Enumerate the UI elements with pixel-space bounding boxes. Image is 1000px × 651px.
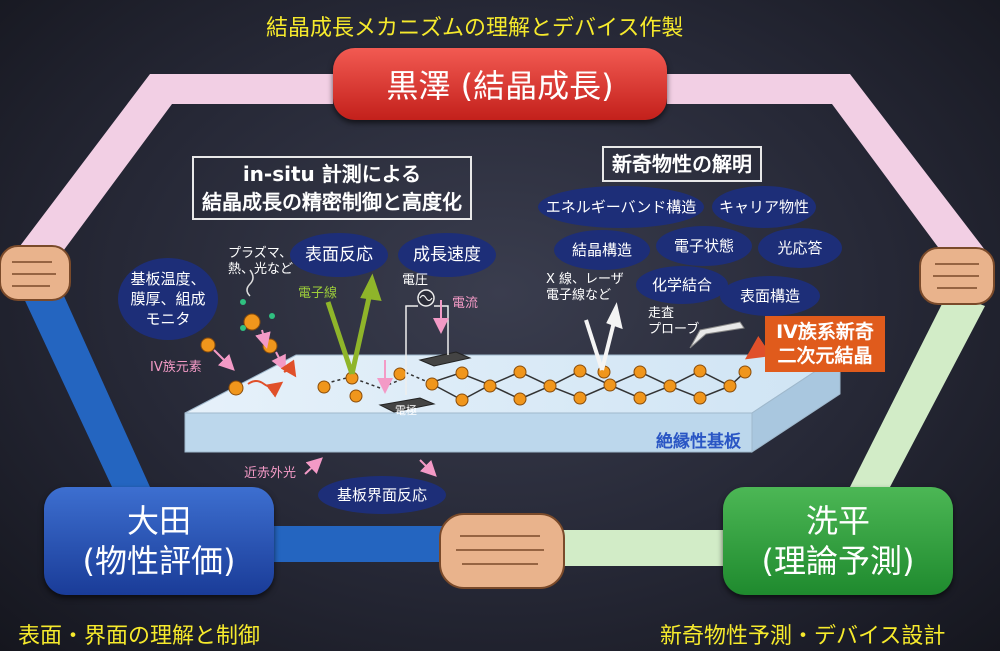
node-senhira-name: 洗平 (805, 502, 870, 540)
electron-beam-arrows (325, 273, 382, 375)
frame-band-bottom-left (274, 526, 470, 562)
oval-electronic-state: 電子状態 (656, 226, 752, 266)
label-probes-line2: 電子線など (546, 288, 612, 303)
handshake-left-icon (0, 245, 71, 301)
label-electron-beam: 電子線 (298, 286, 338, 301)
oval-chemical-bond: 化学結合 (636, 266, 728, 304)
crystal-callout-arrow (745, 336, 772, 360)
frame-band-top (20, 74, 333, 262)
handshake-right-icon (919, 247, 995, 305)
frame-band-right (850, 292, 985, 487)
frame-band-bottom-right (530, 530, 723, 566)
label-plasma-line2: 熱、光など (228, 262, 294, 277)
plasma-particles (240, 269, 275, 331)
node-ota-name: 大田 (126, 502, 191, 540)
oval-surface-reaction: 表面反応 (290, 233, 388, 277)
node-ota: 大田 (物性評価) (44, 487, 274, 595)
label-near-ir: 近赤外光 (244, 466, 297, 481)
substrate-label: 絶縁性基板 (656, 432, 741, 452)
oval-energy-band: エネルギーバンド構造 (538, 186, 704, 228)
oval-carrier: キャリア物性 (712, 186, 816, 228)
scanning-probe-tip (689, 321, 745, 349)
node-senhira: 洗平 (理論予測) (723, 487, 953, 595)
node-senhira-role: (理論予測) (761, 542, 915, 580)
frame-band-top-right (667, 74, 985, 266)
frame-band-left (20, 276, 150, 487)
crystal-label-line1: IV族系新奇 (776, 321, 874, 343)
electrode-circuit (377, 289, 472, 413)
label-plasma-line1: プラズマ、 (228, 246, 293, 261)
label-scan-probe: 走査 プローブ (648, 306, 699, 338)
oval-surface-structure: 表面構造 (720, 276, 820, 316)
label-electrode: 電極 (395, 404, 417, 417)
label-scan-probe-line2: プローブ (648, 322, 700, 337)
label-scan-probe-line1: 走査 (648, 306, 675, 321)
label-current: 電流 (452, 296, 479, 311)
crystal-atoms (317, 364, 752, 407)
oval-growth-rate: 成長速度 (398, 233, 496, 277)
title-top: 結晶成長メカニズムの理解とデバイス作製 (266, 16, 684, 41)
title-bottom-right: 新奇物性予測・デバイス設計 (660, 624, 946, 649)
insitu-header: in-situ 計測による 結晶成長の精密制御と高度化 (192, 156, 472, 220)
node-ota-role: (物性評価) (82, 542, 236, 580)
label-group4-element: IV族元素 (150, 360, 202, 375)
node-kurosawa: 黒澤 (結晶成長) (333, 48, 667, 120)
oval-monitor-line3: モニタ (145, 310, 191, 328)
label-probes-line1: X 線、レーザ (546, 272, 624, 287)
oval-crystal-structure: 結晶構造 (554, 230, 650, 270)
oval-interface-reaction: 基板界面反応 (318, 476, 446, 514)
label-probes: X 線、レーザ 電子線など (546, 272, 624, 304)
near-ir-arrows (304, 457, 437, 477)
oval-monitor: 基板温度、 膜厚、組成 モニタ (118, 258, 218, 340)
novel-header: 新奇物性の解明 (602, 146, 762, 182)
label-voltage: 電圧 (402, 273, 429, 288)
probe-beams (584, 302, 623, 371)
label-plasma: プラズマ、 熱、光など (228, 246, 293, 278)
crystal-label-box: IV族系新奇 二次元結晶 (765, 316, 885, 372)
deposition-arrows (213, 329, 297, 398)
oval-monitor-line1: 基板温度、 (130, 270, 206, 288)
handshake-bottom-icon (439, 513, 565, 589)
insitu-header-line2: 結晶成長の精密制御と高度化 (202, 190, 462, 214)
title-bottom-left: 表面・界面の理解と制御 (18, 624, 261, 649)
insitu-header-line1: in-situ 計測による (242, 162, 422, 186)
crystal-label-line2: 二次元結晶 (777, 345, 873, 367)
oval-monitor-line2: 膜厚、組成 (130, 290, 206, 308)
oval-photoresponse: 光応答 (758, 228, 842, 268)
